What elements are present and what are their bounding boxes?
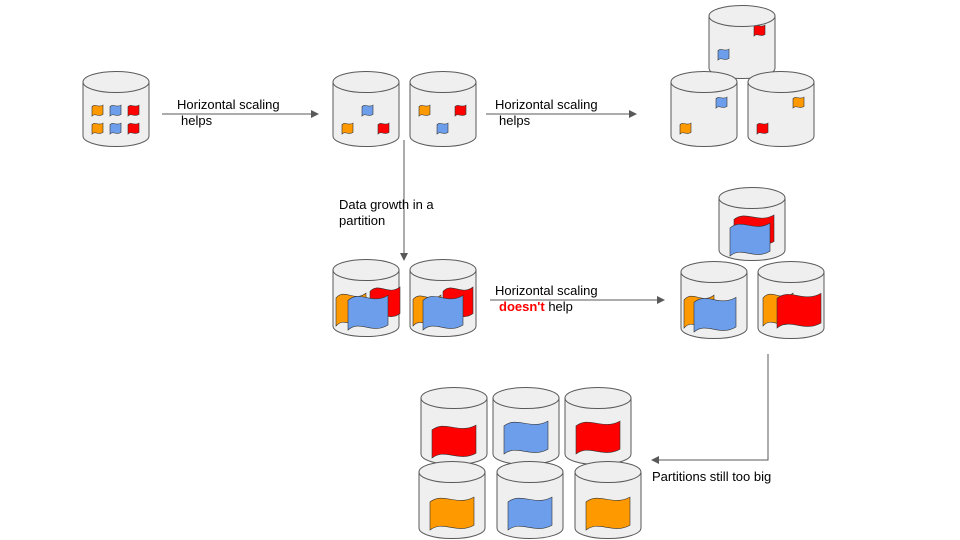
flag-icon xyxy=(127,104,140,117)
partition-cylinder-three-right xyxy=(747,70,815,148)
flag-icon xyxy=(418,104,431,117)
flag-icon xyxy=(347,294,389,331)
arrow-still-too-big xyxy=(651,354,769,464)
partition-cylinder-split-4 xyxy=(418,460,486,540)
partition-cylinder-split-3 xyxy=(564,386,632,466)
flag-icon xyxy=(422,294,464,331)
flag-icon xyxy=(679,122,692,135)
partition-cylinder-split-1 xyxy=(420,386,488,466)
flag-icon xyxy=(361,104,374,117)
flag-icon xyxy=(109,122,122,135)
partition-cylinder-two-b xyxy=(409,70,477,148)
partition-cylinder-grown-top xyxy=(718,186,786,262)
flag-icon xyxy=(91,122,104,135)
partition-cylinder-two-a xyxy=(332,70,400,148)
flag-icon xyxy=(436,122,449,135)
partition-cylinder-grown-b xyxy=(409,258,477,338)
partition-cylinder-grown-left xyxy=(680,260,748,340)
doesnt-highlight: doesn't xyxy=(499,299,545,314)
partition-cylinder-split-6 xyxy=(574,460,642,540)
partition-cylinder-three-left xyxy=(670,70,738,148)
flag-icon xyxy=(753,24,766,37)
partition-cylinder-grown-a xyxy=(332,258,401,338)
arrows xyxy=(162,110,769,464)
flag-icon xyxy=(792,96,805,109)
data-growth-label: Data growth in a partition xyxy=(339,197,434,228)
partitions-still-big-label: Partitions still too big xyxy=(652,469,772,484)
flag-icon xyxy=(776,292,822,329)
partition-cylinder-grown-right xyxy=(757,260,825,340)
partition-cylinder-initial xyxy=(82,70,150,148)
flag-icon xyxy=(585,496,631,531)
flag-icon xyxy=(341,122,354,135)
scale-label-3: Horizontal scaling doesn't help xyxy=(495,283,598,314)
flag-icon xyxy=(429,496,475,531)
partition-cylinder-split-2 xyxy=(492,386,560,466)
scale-label-1: Horizontal scaling helps xyxy=(177,97,280,128)
flag-icon xyxy=(507,496,553,531)
flag-icon xyxy=(693,296,737,333)
partition-cylinder-split-5 xyxy=(496,460,564,540)
flag-icon xyxy=(717,48,730,61)
flag-icon xyxy=(729,222,771,257)
scale-label-2: Horizontal scaling helps xyxy=(495,97,598,128)
flag-icon xyxy=(454,104,467,117)
flag-icon xyxy=(109,104,122,117)
flag-icon xyxy=(715,96,728,109)
flag-icon xyxy=(503,420,549,455)
partition-cylinder-three-top xyxy=(708,4,776,80)
flag-icon xyxy=(377,122,390,135)
flag-icon xyxy=(91,104,104,117)
flag-icon xyxy=(756,122,769,135)
flag-icon xyxy=(127,122,140,135)
flag-icon xyxy=(431,424,477,459)
flag-icon xyxy=(575,420,621,455)
